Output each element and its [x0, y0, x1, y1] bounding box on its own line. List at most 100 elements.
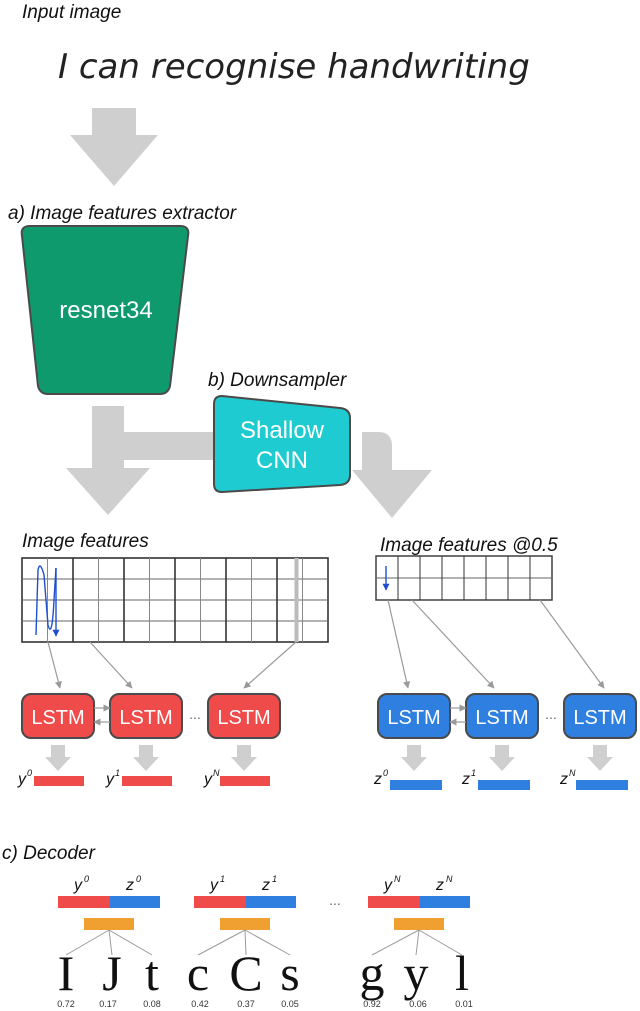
decoder-z-bar — [246, 896, 296, 908]
output-y-bar — [220, 776, 270, 786]
lstm-blue-2 — [465, 693, 539, 739]
lstm-blue-3 — [563, 693, 637, 739]
decoder-y-label: y — [73, 877, 83, 894]
decoder-fanout-line — [418, 929, 463, 956]
output-y-label: y — [203, 771, 213, 788]
lstm-ellipsis: ... — [189, 706, 201, 722]
extractor-label: a) Image features extractor — [8, 203, 237, 224]
resnet-to-features-arrow — [66, 406, 215, 515]
output-z-label: z — [559, 771, 568, 788]
handwriting-text: I can recognise handwriting — [58, 47, 530, 87]
decoder-z-label: z — [261, 877, 270, 894]
decoder-fanout-line — [108, 929, 153, 956]
down-arrow-icon — [489, 745, 515, 771]
decoder-candidate-prob: 0.05 — [281, 999, 299, 1009]
shallow-cnn-block — [213, 394, 351, 494]
decoder-output-bar — [84, 918, 134, 930]
resnet34-block — [20, 225, 190, 395]
decoder-fanout-line — [65, 929, 110, 956]
grid-highlight-column — [294, 558, 299, 642]
decoder-fanout-line — [415, 929, 420, 956]
lstm-red-3 — [207, 693, 281, 739]
down-arrow-icon — [231, 745, 257, 771]
decoder-candidate-prob: 0.37 — [237, 999, 255, 1009]
output-y-sup: N — [213, 768, 220, 778]
decoder-z-sup: 1 — [272, 874, 277, 884]
decoder-candidate-char: C — [229, 945, 262, 1001]
down-arrow-icon — [401, 745, 427, 771]
decoder-output-bar — [220, 918, 270, 930]
output-z-bar — [576, 780, 628, 790]
feature-grid-icon — [21, 557, 329, 643]
lstm-red-3-label: LSTM — [217, 707, 270, 729]
column-stroke-icon — [35, 565, 57, 636]
lstm-row: LSTM LSTM LSTM LSTM LSTM LSTM...... — [21, 693, 637, 739]
lstm-blue-3-label: LSTM — [573, 707, 626, 729]
decoder-candidate-char: c — [187, 945, 209, 1001]
decoder-y-bar — [194, 896, 246, 908]
lstm-red-1 — [21, 693, 95, 739]
decoder-candidate-prob: 0.08 — [143, 999, 161, 1009]
down-arrow-icon — [587, 745, 613, 771]
decoder-z-sup: 0 — [136, 874, 141, 884]
decoder-output-bar — [394, 918, 444, 930]
decoder-fanout-line — [244, 929, 247, 956]
decoder-candidate-prob: 0.06 — [409, 999, 427, 1009]
downsampler-label: b) Downsampler — [208, 370, 347, 391]
image-features-half-label: Image features @0.5 — [380, 535, 558, 556]
resnet34-label: resnet34 — [59, 297, 152, 324]
input-image-label: Input image — [22, 2, 121, 23]
shallow-to-features-arrow — [352, 432, 432, 518]
decoder-candidate-char: I — [58, 945, 75, 1001]
grid-to-lstm-arrows — [47, 599, 605, 689]
decoder-candidate-prob: 0.42 — [191, 999, 209, 1009]
down-arrow-icon — [133, 745, 159, 771]
output-y-sup: 1 — [115, 768, 120, 778]
decoder-candidate-char: y — [404, 945, 429, 1001]
decoder-z-label: z — [125, 877, 134, 894]
output-y-bar — [122, 776, 172, 786]
lstm-blue-1-label: LSTM — [387, 707, 440, 729]
decoder-y-sup: 0 — [84, 874, 89, 884]
lstm-blue-2-label: LSTM — [475, 707, 528, 729]
output-z-sup: N — [569, 768, 576, 778]
decoder-z-label: z — [435, 877, 444, 894]
output-y-bar — [34, 776, 84, 786]
output-z-sup: 1 — [471, 768, 476, 778]
decoder-z-bar — [420, 896, 470, 908]
down-arrow-icon — [45, 745, 71, 771]
decoder-z-bar — [110, 896, 160, 908]
decoder-label: c) Decoder — [2, 843, 96, 864]
shallow-label-line1: Shallow — [240, 417, 325, 444]
output-z-bar — [478, 780, 530, 790]
decoder-candidate-char: s — [280, 945, 299, 1001]
decoder-y-label: y — [209, 877, 219, 894]
output-z-label: z — [373, 771, 382, 788]
lstm-blue-1 — [377, 693, 451, 739]
decoder-y-label: y — [383, 877, 393, 894]
decoder-fanout-line — [197, 929, 246, 956]
output-y-sup: 0 — [27, 768, 32, 778]
decoder-y-bar — [58, 896, 110, 908]
shallow-label-line2: CNN — [256, 447, 308, 474]
decoder-candidate-char: l — [455, 945, 469, 1001]
output-z-label: z — [461, 771, 470, 788]
lstm-ellipsis: ... — [545, 706, 557, 722]
decoder-candidate-prob: 0.72 — [57, 999, 75, 1009]
lstm-red-1-label: LSTM — [31, 707, 84, 729]
decoder-candidate-prob: 0.01 — [455, 999, 473, 1009]
handwriting-image: I can recognise handwriting — [58, 47, 530, 87]
output-z-sup: 0 — [383, 768, 388, 778]
decoder-fanout-line — [371, 929, 420, 956]
decoder-candidate-char: J — [102, 945, 121, 1001]
output-z-bar — [390, 780, 442, 790]
decoder-y-sup: 1 — [220, 874, 225, 884]
decoder-candidate-prob: 0.92 — [363, 999, 381, 1009]
decoder-y-bar — [368, 896, 420, 908]
down-arrow-icon — [70, 108, 158, 186]
lstm-red-2-label: LSTM — [119, 707, 172, 729]
decoder-z-sup: N — [446, 874, 453, 884]
